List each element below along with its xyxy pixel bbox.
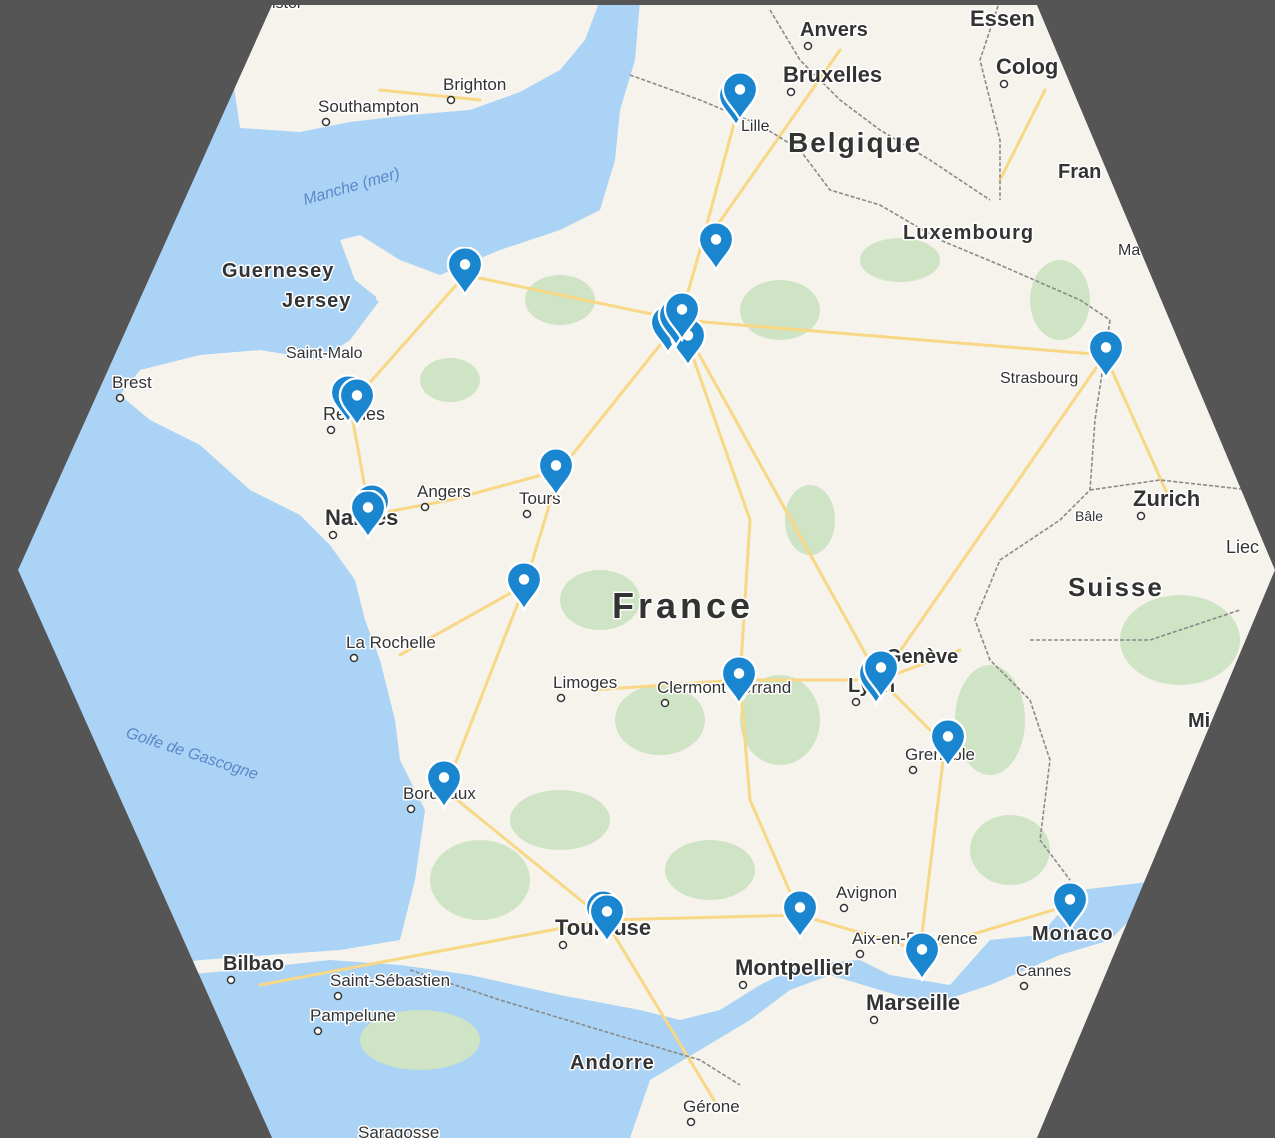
city-label-pampelune: Pampelune: [310, 1006, 396, 1025]
city-dot-montpellier: [738, 980, 748, 990]
city-label-brighton: Brighton: [443, 75, 506, 94]
city-label-lille: Lille: [741, 118, 770, 135]
city-label-brest: Brest: [112, 373, 152, 392]
city-dot-bruxelles: [786, 87, 796, 97]
city-label-saragosse: Saragosse: [358, 1123, 439, 1138]
city-dot-rennes: [326, 425, 336, 435]
land-jersey: [376, 293, 394, 303]
country-label-luxembourg: Luxembourg: [903, 222, 1034, 244]
city-label-la-rochelle: La Rochelle: [346, 633, 436, 652]
city-label-gerone: Gérone: [683, 1097, 740, 1116]
city-label-montpellier: Montpellier: [735, 955, 853, 980]
city-label-limoges: Limoges: [553, 673, 617, 692]
city-dot-nantes: [328, 530, 338, 540]
city-label-strasbourg: Strasbourg: [1000, 370, 1078, 387]
city-label-essen: Essen: [970, 6, 1035, 31]
city-dot-southampton: [321, 117, 331, 127]
city-label-cologne: Colog: [996, 54, 1058, 79]
city-label-southampton: Southampton: [318, 97, 419, 116]
city-dot-tours: [522, 509, 532, 519]
city-label-ma: Ma: [1118, 242, 1140, 259]
city-label-mi: Mi: [1188, 710, 1210, 732]
country-label-suisse: Suisse: [1068, 572, 1164, 602]
city-dot-limoges: [556, 693, 566, 703]
city-dot-saint-sebastien: [333, 991, 343, 1001]
city-dot-brest: [115, 393, 125, 403]
country-label-belgique: Belgique: [788, 127, 922, 158]
city-label-cannes: Cannes: [1016, 963, 1071, 980]
city-label-bale: Bâle: [1075, 508, 1103, 524]
city-label-bruxelles: Bruxelles: [783, 62, 882, 87]
city-dot-lyon: [851, 697, 861, 707]
city-dot-toulouse: [558, 940, 568, 950]
city-dot-cannes: [1019, 981, 1029, 991]
city-label-saint-sebastien: Saint-Sébastien: [330, 971, 450, 990]
land-guernsey: [352, 267, 368, 277]
roads: [258, 48, 1172, 1112]
city-label-liec: Liec: [1226, 537, 1259, 557]
city-dot-la-rochelle: [349, 653, 359, 663]
country-label-guernesey: Guernesey: [222, 260, 334, 282]
city-label-zurich: Zurich: [1133, 486, 1200, 511]
city-dot-brighton: [446, 95, 456, 105]
city-dot-aix: [855, 949, 865, 959]
city-label-saint-malo: Saint-Malo: [286, 345, 363, 362]
city-label-clermont: Clermont-Ferrand: [657, 678, 791, 697]
country-borders: [409, 5, 1251, 1086]
city-dot-marseille: [869, 1015, 879, 1025]
forest-areas: [360, 238, 1240, 1070]
city-label-geneve: Genève: [886, 646, 958, 668]
city-label-avignon: Avignon: [836, 883, 897, 902]
city-dot-zurich: [1136, 511, 1146, 521]
city-label-bilbao: Bilbao: [223, 953, 284, 975]
city-label-anvers: Anvers: [800, 19, 868, 41]
city-label-fran: Fran: [1058, 161, 1101, 183]
city-dot-anvers: [803, 41, 813, 51]
city-dot-avignon: [839, 903, 849, 913]
city-dot-angers: [420, 502, 430, 512]
country-label-france: France: [612, 585, 754, 626]
city-dot-pampelune: [313, 1026, 323, 1036]
city-dot-bilbao: [226, 975, 236, 985]
country-label-andorre: Andorre: [570, 1052, 655, 1074]
land-england: [230, 5, 600, 132]
city-dot-clermont: [660, 698, 670, 708]
city-label-tours: Tours: [519, 489, 561, 508]
city-dot-bordeaux: [406, 804, 416, 814]
city-dot-gerone: [686, 1117, 696, 1127]
country-label-jersey: Jersey: [282, 290, 351, 312]
city-label-marseille: Marseille: [866, 990, 960, 1015]
city-dot-grenoble: [908, 765, 918, 775]
city-dot-cologne: [999, 79, 1009, 89]
country-label-monaco: Monaco: [1032, 923, 1114, 945]
city-label-angers: Angers: [417, 482, 471, 501]
